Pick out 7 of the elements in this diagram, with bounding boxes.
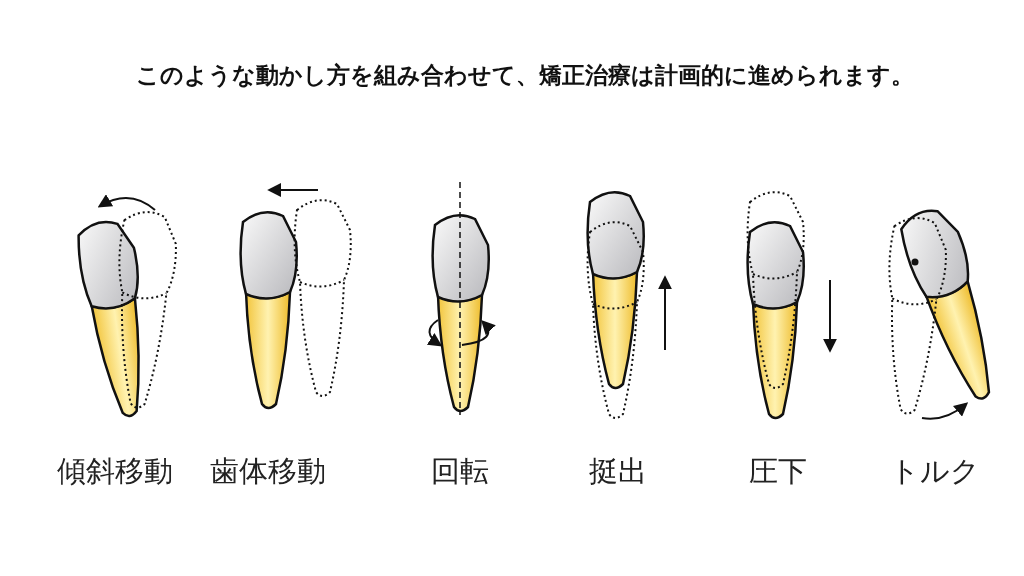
- movement-label: 歯体移動: [210, 453, 326, 490]
- movement-label: 挺出: [589, 453, 647, 490]
- movement-label: トルク: [890, 453, 980, 490]
- title: このような動かし方を組み合わせて、矯正治療は計画的に進められます。: [135, 61, 915, 90]
- movement-label: 圧下: [749, 453, 807, 490]
- movement-label: 傾斜移動: [57, 453, 173, 490]
- movement-label: 回転: [431, 453, 489, 490]
